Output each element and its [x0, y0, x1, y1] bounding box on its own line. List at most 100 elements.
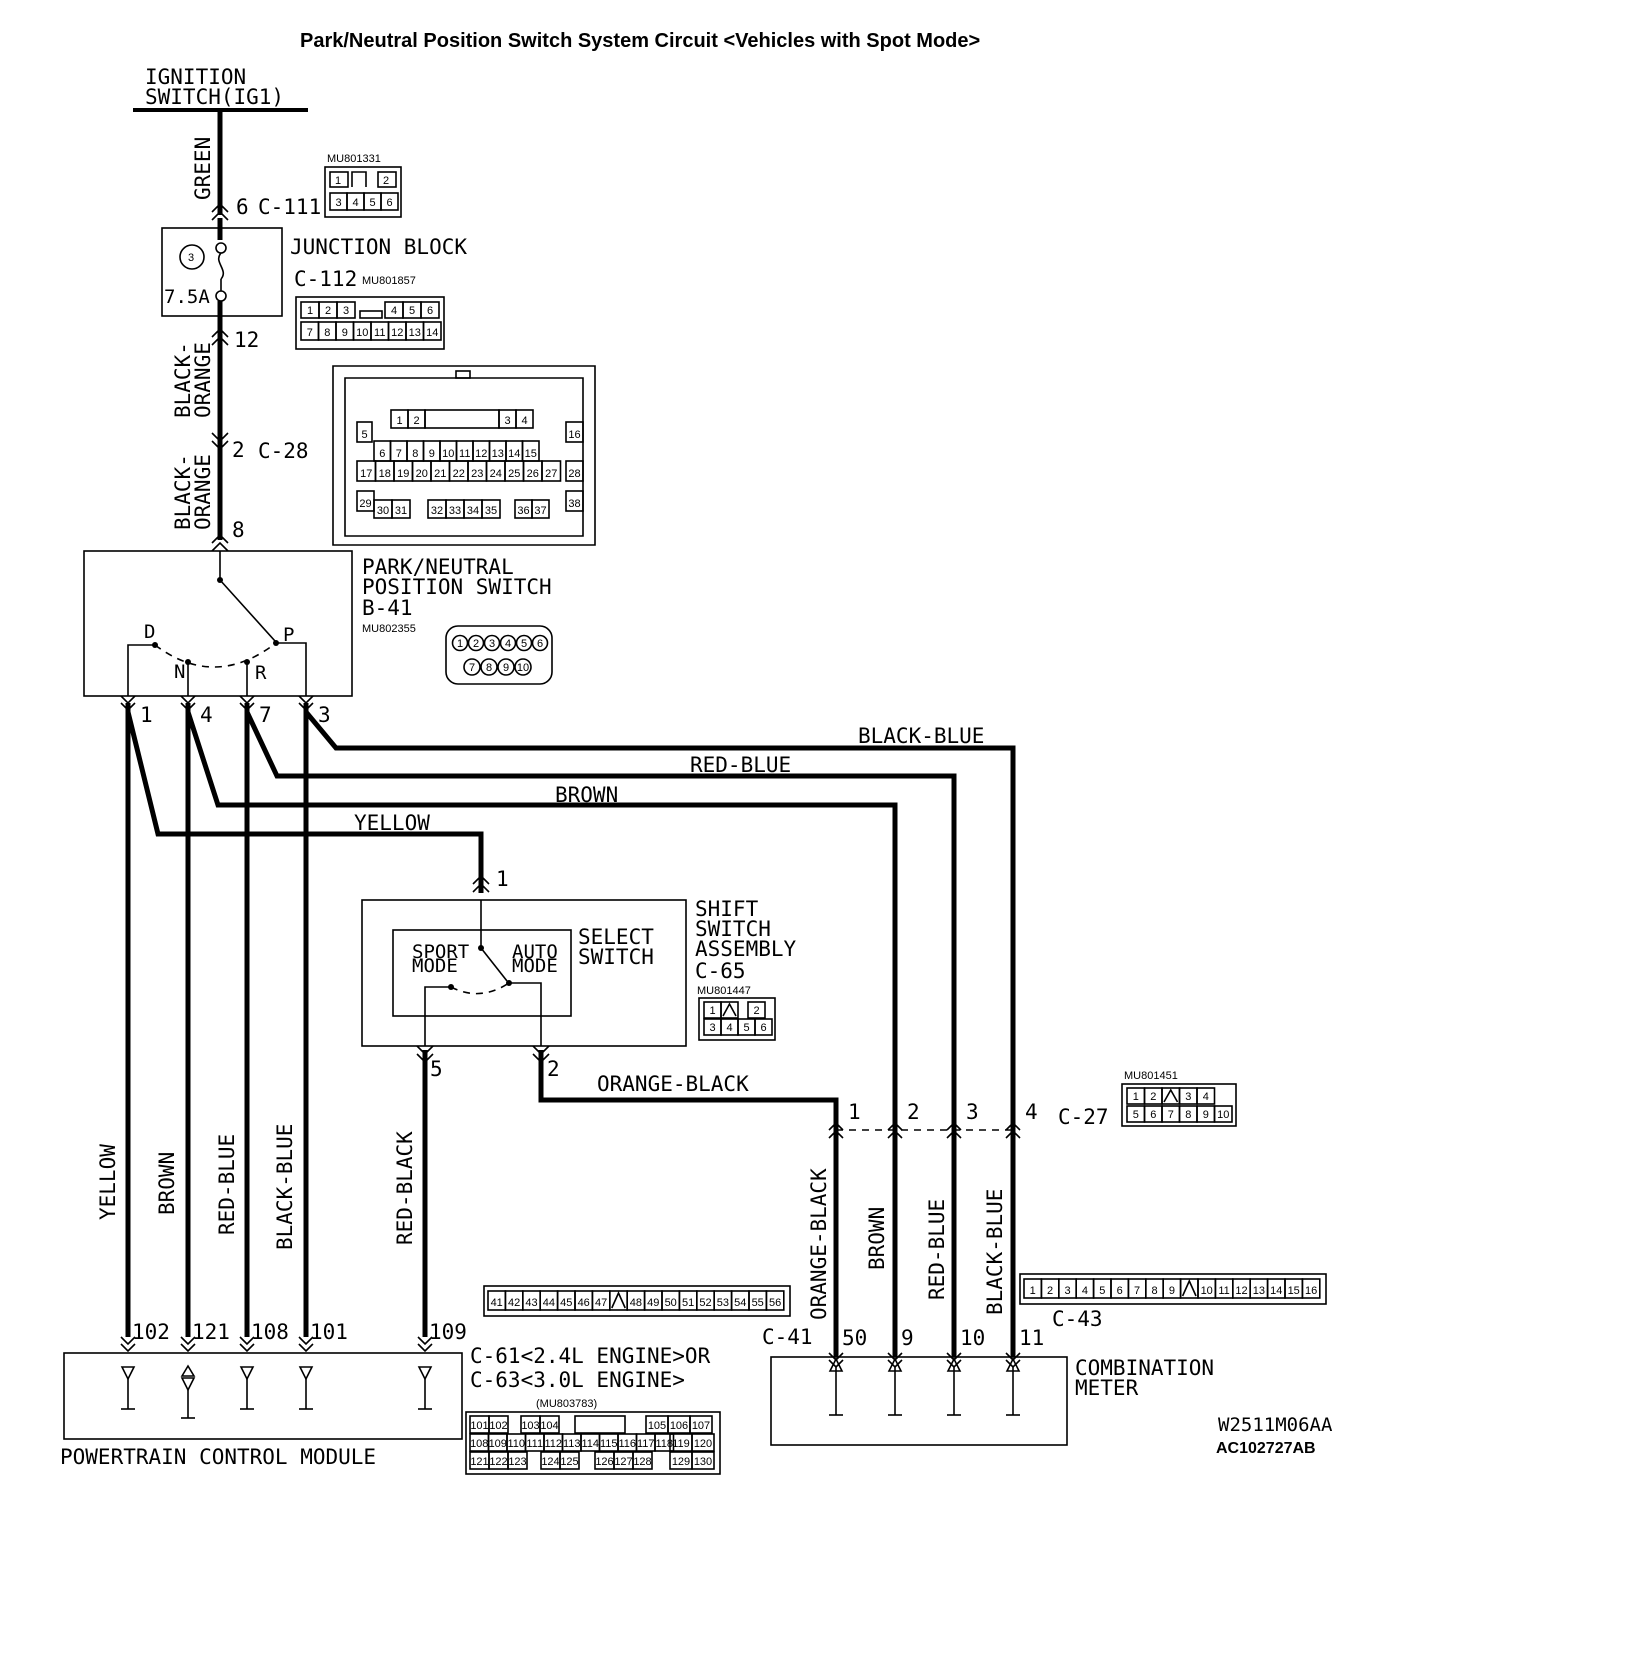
- c43-cell-2: 2: [1047, 1285, 1053, 1297]
- pcm-cell-105: 105: [648, 1420, 666, 1432]
- pnp-conn-6: 6: [537, 638, 543, 650]
- code-w: W2511M06AA: [1218, 1414, 1333, 1436]
- pcm-cell-118: 118: [655, 1438, 673, 1450]
- pnp-pin-1: 1: [140, 703, 153, 727]
- c27-part: MU801451: [1124, 1070, 1178, 1082]
- c27-cell-10: 10: [1217, 1109, 1229, 1121]
- pcm-cell-128: 128: [633, 1456, 651, 1468]
- wire-label-red-blue-top: RED-BLUE: [690, 753, 791, 777]
- wire-label-red-blue-v2: RED-BLUE: [925, 1199, 949, 1300]
- pcm-cell-113: 113: [563, 1438, 581, 1450]
- pcm-cell-104: 104: [540, 1420, 558, 1432]
- c28-cell-26: 26: [527, 468, 539, 480]
- shift-label-4: C-65: [695, 959, 746, 983]
- pcm-cell-111: 111: [526, 1438, 543, 1450]
- c27-cell-4: 4: [1203, 1091, 1209, 1103]
- c41-cell-44: 44: [543, 1297, 555, 1309]
- c41-cell-53: 53: [717, 1297, 729, 1309]
- c112-cell-3: 3: [343, 305, 349, 317]
- pnp-conn-9: 9: [503, 662, 509, 674]
- pnp-conn-4: 4: [505, 638, 511, 650]
- c28-label: C-28: [258, 439, 309, 463]
- c28-cell-12: 12: [475, 448, 487, 460]
- c27-cell-5: 5: [1133, 1109, 1139, 1121]
- select-label-2: SWITCH: [578, 945, 654, 969]
- c65-cell-4: 4: [726, 1022, 732, 1034]
- pcm-pin-102: 102: [132, 1320, 170, 1344]
- wire-green: GREEN: [191, 110, 223, 215]
- c43-cell-12: 12: [1235, 1285, 1247, 1297]
- junction-block-label: JUNCTION BLOCK: [290, 235, 467, 259]
- pcm-cell-125: 125: [560, 1456, 578, 1468]
- shift-out-sport: 5: [430, 1057, 443, 1081]
- pcm-cell-127: 127: [614, 1456, 632, 1468]
- pcm-cell-120: 120: [694, 1438, 712, 1450]
- pnp-conn-1: 1: [457, 638, 463, 650]
- c27-cell-3: 3: [1185, 1091, 1191, 1103]
- c28-cell-17: 17: [360, 468, 372, 480]
- wire-label-black-blue-v: BLACK-BLUE: [273, 1124, 297, 1250]
- c41-cell-45: 45: [560, 1297, 572, 1309]
- pcm-conn-a: C-61<2.4L ENGINE>OR: [470, 1344, 711, 1368]
- c28-cell-30: 30: [377, 505, 389, 517]
- c28-cell-28: 28: [568, 468, 580, 480]
- c41-cell-50: 50: [665, 1297, 677, 1309]
- jb-out-pin: 12: [234, 328, 259, 352]
- pos-d: D: [144, 621, 155, 643]
- pnp-in-pin: 8: [232, 518, 245, 542]
- pcm-label: POWERTRAIN CONTROL MODULE: [60, 1445, 376, 1469]
- c41-label: C-41: [762, 1325, 813, 1349]
- c28-cell-34: 34: [467, 505, 479, 517]
- c112-cell-13: 13: [409, 327, 421, 339]
- c112-cell-2: 2: [325, 305, 331, 317]
- pos-r: R: [255, 662, 267, 684]
- ignition-switch: IGNITION SWITCH(IG1): [133, 65, 308, 112]
- c28-cell-4: 4: [521, 415, 527, 427]
- meter-pin-11: 11: [1019, 1326, 1044, 1350]
- pnp-switch: PARK/NEUTRAL POSITION SWITCH B-41 MU8023…: [83, 550, 553, 697]
- shift-in-pin: 1: [496, 867, 509, 891]
- pcm-part: (MU803783): [536, 1398, 597, 1410]
- pcm-pin-121: 121: [192, 1320, 230, 1344]
- wire-label-black-blue-v2: BLACK-BLUE: [983, 1189, 1007, 1315]
- pcm-pin-109: 109: [429, 1320, 467, 1344]
- c27-pin-3: 3: [966, 1100, 979, 1124]
- c65-cell-1: 1: [709, 1005, 715, 1017]
- c65-cell-6: 6: [760, 1022, 766, 1034]
- wire-label-green: GREEN: [191, 137, 215, 200]
- pos-p: P: [283, 624, 294, 646]
- c27-pin-2: 2: [907, 1100, 920, 1124]
- c112-label: C-112: [294, 267, 357, 291]
- c28-cell-37: 37: [534, 505, 546, 517]
- c28-cell-18: 18: [379, 468, 391, 480]
- c28-cell-32: 32: [431, 505, 443, 517]
- c28-cell-9: 9: [429, 448, 435, 460]
- pcm-cell-122: 122: [489, 1456, 507, 1468]
- c41-cell-42: 42: [508, 1297, 520, 1309]
- c41-cell-54: 54: [734, 1297, 746, 1309]
- c112-cell-14: 14: [426, 327, 438, 339]
- auto-mode-1: AUTO: [512, 941, 558, 963]
- wire-label-orange-black-v: ORANGE-BLACK: [807, 1168, 831, 1320]
- c112-cell-5: 5: [409, 305, 415, 317]
- c41-cell-48: 48: [630, 1297, 642, 1309]
- c28-cell-38: 38: [568, 498, 580, 510]
- c28-cell-31: 31: [395, 505, 407, 517]
- pcm-pin-101: 101: [310, 1320, 348, 1344]
- wire-black-orange: 12 BLACK- ORANGE 2 C-28 BLACK- ORANGE 8: [171, 301, 309, 552]
- c65-cell-2: 2: [753, 1005, 759, 1017]
- c28-cell-8: 8: [412, 448, 418, 460]
- pnp-conn-7: 7: [469, 662, 475, 674]
- shift-label-2: SWITCH: [695, 917, 771, 941]
- pcm-cell-109: 109: [489, 1438, 507, 1450]
- c28-cell-2: 2: [413, 415, 419, 427]
- c111-cell-5: 5: [369, 197, 375, 209]
- c43-cell-13: 13: [1253, 1285, 1265, 1297]
- c28-cell-7: 7: [396, 448, 402, 460]
- c27-pin-4: 4: [1025, 1100, 1038, 1124]
- select-label-1: SELECT: [578, 925, 654, 949]
